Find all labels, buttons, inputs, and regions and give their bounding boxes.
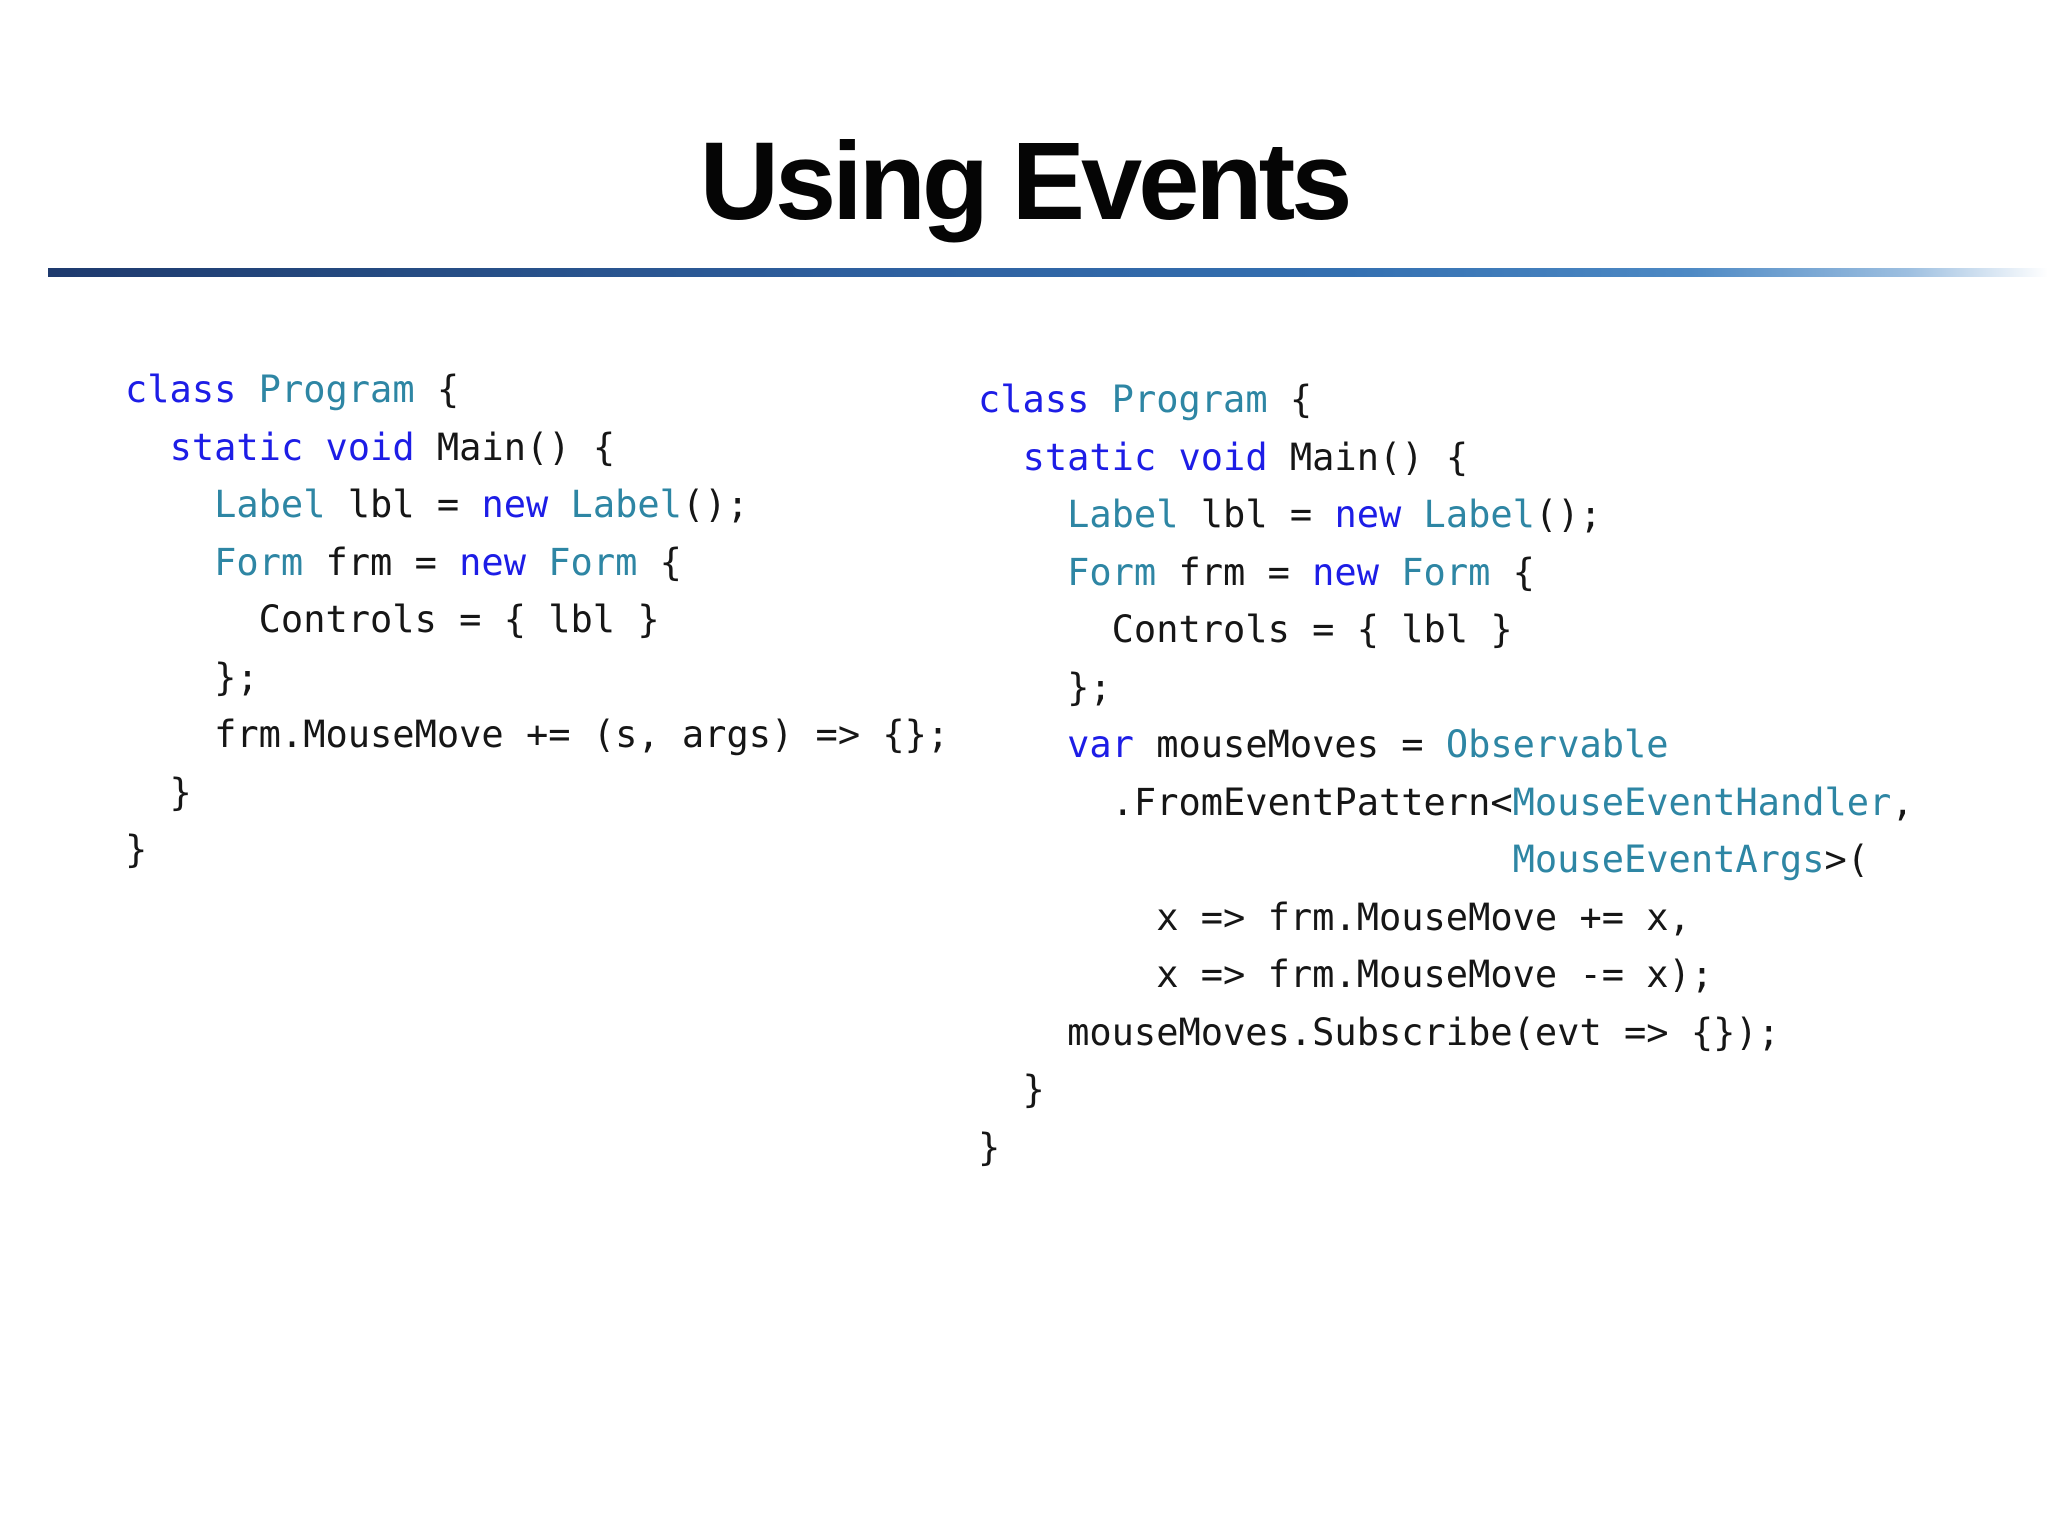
code-token: Controls = { lbl } <box>978 608 1513 651</box>
code-token: frm = <box>1156 550 1313 594</box>
code-token: Main() { <box>414 425 616 469</box>
code-line: class Program { <box>125 361 949 419</box>
code-line: } <box>978 1061 1914 1119</box>
code-token: Form <box>214 540 304 584</box>
code-token: new <box>1312 550 1379 594</box>
code-token: .FromEventPattern< <box>978 780 1513 824</box>
code-token: (); <box>1534 493 1602 536</box>
code-token: Label <box>1423 493 1535 536</box>
code-line: } <box>978 1119 1914 1177</box>
code-token: Main() { <box>1267 435 1469 479</box>
code-token: lbl = <box>1178 493 1335 536</box>
code-token: { <box>637 540 682 584</box>
code-token <box>526 541 548 584</box>
code-line: frm.MouseMove += (s, args) => {}; <box>125 706 949 764</box>
code-token: new <box>481 483 549 526</box>
code-token: >( <box>1824 838 1870 881</box>
code-line: static void Main() { <box>125 419 949 477</box>
code-line: } <box>125 764 949 822</box>
code-line: }; <box>978 659 1914 717</box>
code-token: } <box>125 828 148 871</box>
code-token: Program <box>1111 378 1268 421</box>
code-token <box>1156 436 1178 479</box>
code-token: } <box>978 1068 1045 1111</box>
code-line: MouseEventArgs>( <box>978 831 1914 889</box>
code-line: }; <box>125 649 949 707</box>
code-line: x => frm.MouseMove -= x); <box>978 946 1914 1004</box>
code-token: Label <box>570 483 682 526</box>
code-token: Form <box>548 540 638 584</box>
code-token <box>125 483 214 526</box>
code-token: x => frm.MouseMove -= x); <box>978 953 1714 996</box>
code-token: Label <box>214 483 326 526</box>
code-token: } <box>978 1125 1001 1169</box>
code-token <box>978 838 1513 881</box>
code-line: Controls = { lbl } <box>125 591 949 649</box>
code-token: } <box>125 770 192 814</box>
code-token: Controls = { lbl } <box>125 598 660 641</box>
code-line: Form frm = new Form { <box>125 534 949 592</box>
code-token: class <box>978 378 1090 421</box>
code-block-classic-events: class Program { static void Main() { Lab… <box>125 361 949 879</box>
code-token: { <box>1490 550 1535 594</box>
code-token <box>978 436 1023 479</box>
code-token: var <box>1067 723 1134 766</box>
code-token: new <box>1334 493 1402 536</box>
code-line: class Program { <box>978 371 1914 429</box>
code-token: frm = <box>303 540 460 584</box>
slide-title: Using Events <box>699 120 1353 243</box>
code-token: void <box>325 425 415 469</box>
code-token <box>978 493 1067 536</box>
code-token: }; <box>978 665 1112 709</box>
code-token: void <box>1178 435 1268 479</box>
code-token: { <box>414 368 460 411</box>
code-line: Form frm = new Form { <box>978 544 1914 602</box>
code-token: static <box>1022 435 1157 479</box>
code-token: Form <box>1401 550 1491 594</box>
code-token: Label <box>1067 493 1179 536</box>
code-token: Program <box>258 368 415 411</box>
code-line: Label lbl = new Label(); <box>978 486 1914 544</box>
code-line: Controls = { lbl } <box>978 601 1914 659</box>
code-token <box>125 426 170 469</box>
code-line: var mouseMoves = Observable <box>978 716 1914 774</box>
code-token: , <box>1891 780 1914 824</box>
code-line: .FromEventPattern<MouseEventHandler, <box>978 774 1914 832</box>
code-token <box>1379 551 1401 594</box>
code-line: } <box>125 821 949 879</box>
code-token: mouseMoves.Subscribe(evt => {}); <box>978 1010 1780 1054</box>
code-token <box>303 426 325 469</box>
code-token: }; <box>125 655 259 699</box>
code-token: static <box>169 425 304 469</box>
code-token: Form <box>1067 550 1157 594</box>
code-token: { <box>1267 378 1313 421</box>
code-line: x => frm.MouseMove += x, <box>978 889 1914 947</box>
code-line: Label lbl = new Label(); <box>125 476 949 534</box>
code-token: Observable <box>1445 723 1669 766</box>
code-line: mouseMoves.Subscribe(evt => {}); <box>978 1004 1914 1062</box>
code-block-rx-observable: class Program { static void Main() { Lab… <box>978 371 1914 1176</box>
code-token: new <box>459 540 526 584</box>
code-token <box>236 368 258 411</box>
code-token: lbl = <box>325 483 482 526</box>
code-line: static void Main() { <box>978 429 1914 487</box>
code-token: frm.MouseMove += (s, args) => {}; <box>125 713 950 756</box>
code-token: class <box>125 368 237 411</box>
title-divider-rule <box>48 268 2048 277</box>
code-token: (); <box>681 483 749 526</box>
code-token <box>125 541 214 584</box>
code-token: mouseMoves = <box>1133 723 1446 766</box>
code-token: x => frm.MouseMove += x, <box>978 895 1691 939</box>
code-token <box>978 723 1067 766</box>
code-token: MouseEventHandler <box>1512 780 1892 824</box>
code-token: MouseEventArgs <box>1512 838 1825 881</box>
code-token <box>1089 378 1111 421</box>
code-token <box>548 483 570 526</box>
code-token <box>978 551 1067 594</box>
code-token <box>1401 493 1423 536</box>
